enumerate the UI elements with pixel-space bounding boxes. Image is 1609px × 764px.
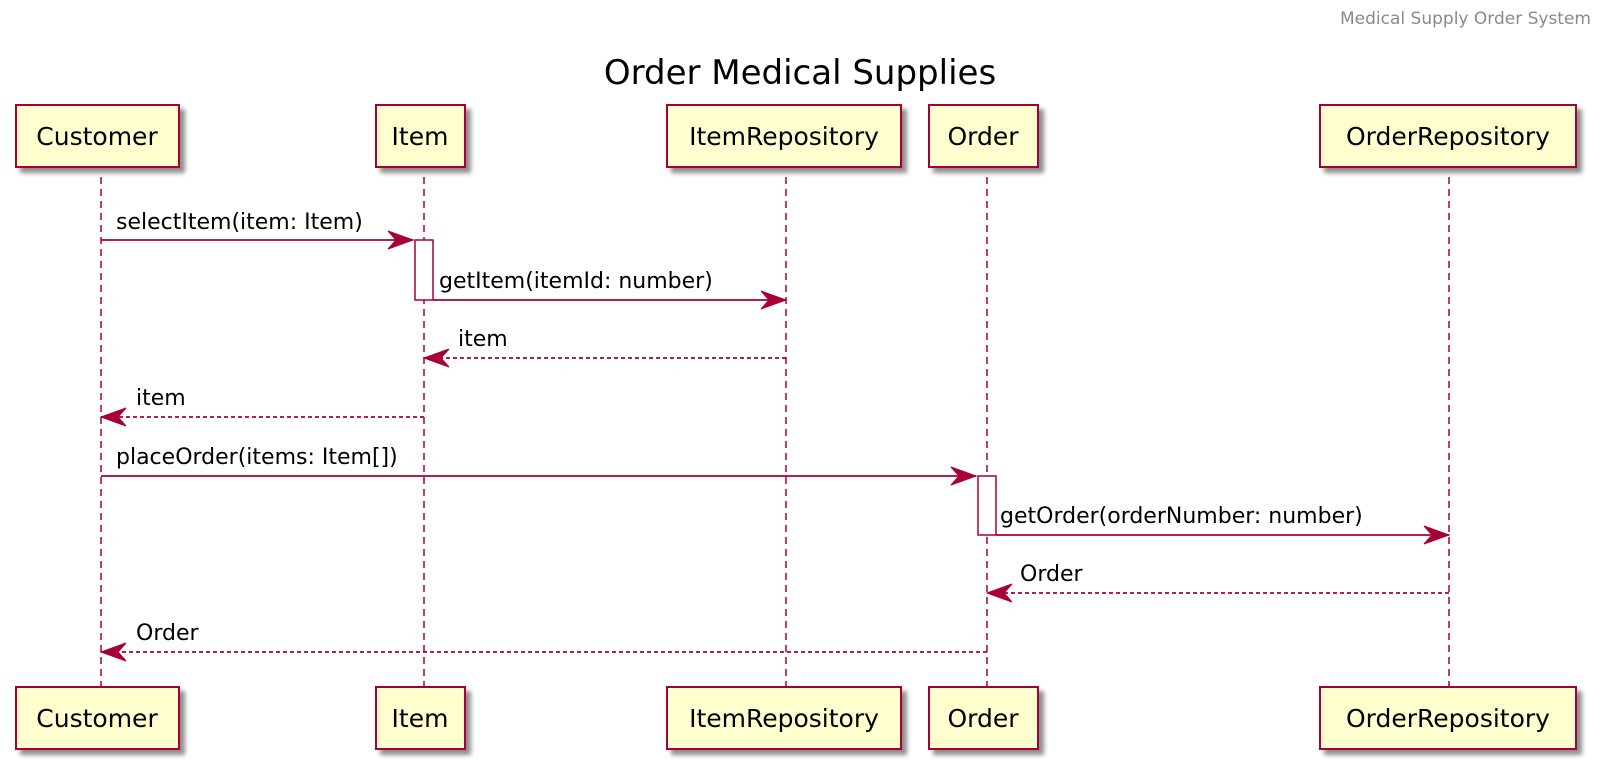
participant-label: Order [947, 122, 1019, 151]
participant-box [15, 104, 180, 168]
arrowhead [1423, 525, 1451, 545]
message-label: selectItem(item: Item) [116, 210, 363, 235]
arrowhead [99, 642, 127, 662]
message-item-return-to-customer: item [99, 386, 424, 427]
activations [414, 239, 997, 536]
participant-label: Customer [36, 122, 158, 151]
participant-box [666, 104, 902, 168]
participant-item-top: Item [375, 104, 466, 168]
participants-top: Customer Item ItemRepository Order Order… [15, 104, 1577, 168]
message-get-order: getOrder(orderNumber: number) [996, 504, 1451, 545]
participant-box [375, 686, 466, 750]
message-label: placeOrder(items: Item[]) [116, 445, 398, 470]
message-order-return-to-order: Order [985, 562, 1449, 603]
participant-label: Order [947, 704, 1019, 733]
participant-box [1319, 104, 1577, 168]
participant-order-repository-top: OrderRepository [1319, 104, 1577, 168]
participant-box [666, 686, 902, 750]
participant-label: ItemRepository [689, 704, 879, 733]
participant-box [375, 104, 466, 168]
participant-box [928, 686, 1039, 750]
participant-item-bottom: Item [375, 686, 466, 750]
activation-item [414, 239, 434, 301]
message-place-order: placeOrder(items: Item[]) [101, 445, 978, 486]
participant-label: Item [392, 704, 449, 733]
message-label: item [136, 386, 186, 411]
participant-customer-top: Customer [15, 104, 180, 168]
message-label: getOrder(orderNumber: number) [1000, 504, 1363, 529]
participant-customer-bottom: Customer [15, 686, 180, 750]
diagram-header: Medical Supply Order System [1340, 9, 1591, 29]
arrowhead [760, 290, 788, 310]
participant-item-repository-bottom: ItemRepository [666, 686, 902, 750]
message-label: getItem(itemId: number) [439, 269, 713, 294]
message-label: item [458, 327, 508, 352]
lifelines [100, 177, 1450, 686]
participant-order-top: Order [928, 104, 1039, 168]
arrowhead [985, 583, 1013, 603]
participant-label: OrderRepository [1346, 122, 1550, 151]
participant-box [1319, 686, 1577, 750]
participant-label: OrderRepository [1346, 704, 1550, 733]
participants-bottom: Customer Item ItemRepository Order Order… [15, 686, 1577, 750]
message-item-return-to-item: item [422, 327, 786, 368]
arrowhead [950, 466, 978, 486]
arrowhead [99, 407, 127, 427]
message-select-item: selectItem(item: Item) [101, 210, 415, 250]
participant-box [15, 686, 180, 750]
message-label: Order [1020, 562, 1083, 587]
participant-box [928, 104, 1039, 168]
activation-order [977, 475, 997, 536]
participant-order-repository-bottom: OrderRepository [1319, 686, 1577, 750]
message-get-item: getItem(itemId: number) [433, 269, 788, 310]
messages: selectItem(item: Item) getItem(itemId: n… [99, 210, 1451, 662]
diagram-title: Order Medical Supplies [604, 53, 996, 93]
arrowhead [422, 348, 450, 368]
message-order-return-to-customer: Order [99, 621, 987, 662]
message-label: Order [136, 621, 199, 646]
participant-label: Item [392, 122, 449, 151]
participant-label: Customer [36, 704, 158, 733]
participant-label: ItemRepository [689, 122, 879, 151]
participant-order-bottom: Order [928, 686, 1039, 750]
arrowhead [387, 230, 415, 250]
participant-item-repository-top: ItemRepository [666, 104, 902, 168]
